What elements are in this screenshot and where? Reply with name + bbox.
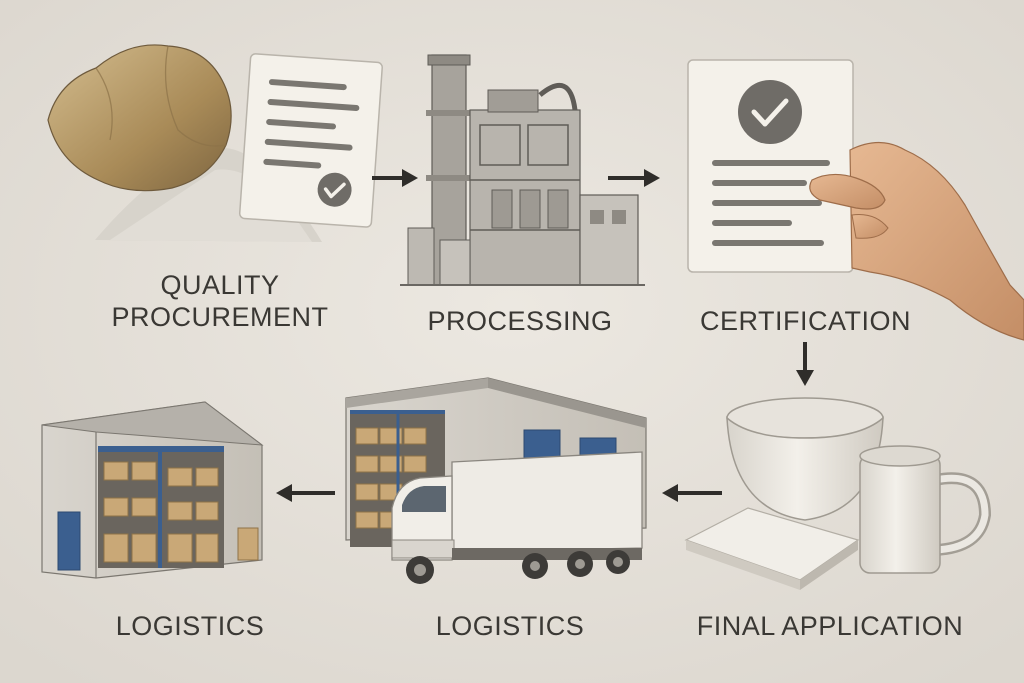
flow-arrow-application-to-logistics xyxy=(662,484,722,502)
label-quality-procurement-line2: PROCUREMENT xyxy=(111,302,329,332)
stone-icon xyxy=(47,44,232,192)
flow-arrow-procurement-to-processing xyxy=(372,169,418,187)
document-check-icon xyxy=(238,53,383,228)
label-quality-procurement: QUALITY PROCUREMENT xyxy=(100,269,340,333)
label-logistics-warehouse: LOGISTICS xyxy=(115,611,265,641)
label-logistics-truck: LOGISTICS xyxy=(435,611,585,641)
warehouse-icon xyxy=(41,401,264,579)
flow-arrow-logistics-to-logistics xyxy=(276,484,335,502)
flow-arrow-certification-to-application xyxy=(796,342,814,386)
ceramics-icon xyxy=(684,397,992,590)
certificate-icon xyxy=(687,59,854,273)
label-processing: PROCESSING xyxy=(427,306,613,336)
procurement-illustration xyxy=(47,44,383,242)
factory-icon xyxy=(400,54,645,286)
flow-arrow-processing-to-certification xyxy=(608,169,660,187)
hand-icon xyxy=(809,141,1024,341)
truck-icon xyxy=(391,451,643,584)
label-final-application: FINAL APPLICATION xyxy=(696,611,964,641)
label-certification: CERTIFICATION xyxy=(700,306,912,336)
label-quality-procurement-line1: QUALITY xyxy=(160,270,280,300)
